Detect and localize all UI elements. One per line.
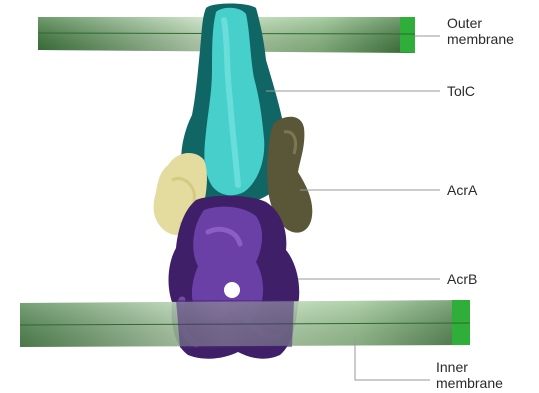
label-outer-membrane-line2: membrane xyxy=(447,31,514,47)
label-tolc-text: TolC xyxy=(447,83,475,99)
label-acra: AcrA xyxy=(447,182,477,198)
label-acra-text: AcrA xyxy=(447,182,477,198)
acrb-transmembrane-region xyxy=(176,300,294,348)
label-inner-membrane-line1: Inner xyxy=(436,359,503,375)
label-tolc: TolC xyxy=(447,83,475,99)
label-acrb-text: AcrB xyxy=(447,271,477,287)
label-outer-membrane-line1: Outer xyxy=(447,15,514,31)
label-outer-membrane: Outer membrane xyxy=(447,15,514,47)
label-inner-membrane-line2: membrane xyxy=(436,375,503,391)
label-inner-membrane: Inner membrane xyxy=(436,359,503,391)
label-acrb: AcrB xyxy=(447,271,477,287)
